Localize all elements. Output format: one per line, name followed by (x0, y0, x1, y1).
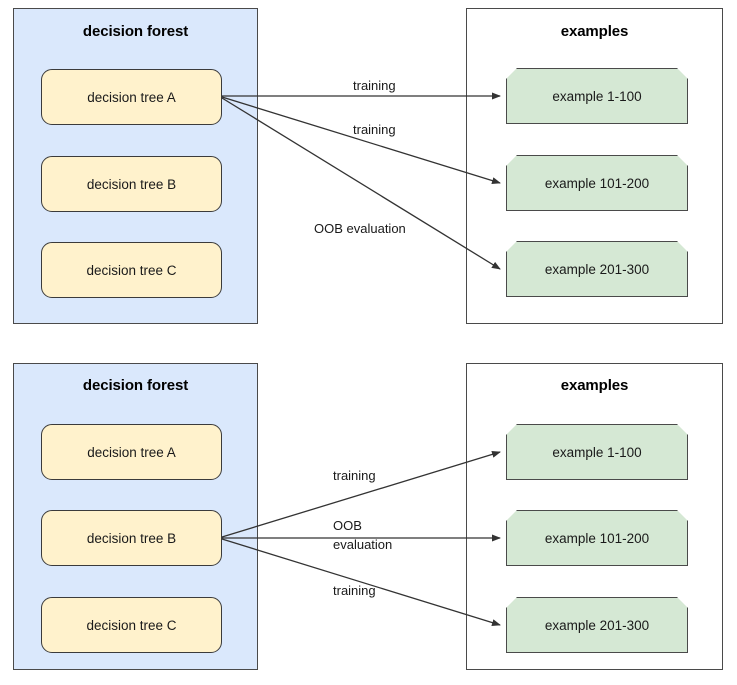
example-box-1-100-bottom[interactable]: example 1-100 (506, 424, 688, 480)
edge-label-training-2-bottom: training (333, 583, 376, 598)
edge-label-training-2-top: training (353, 122, 396, 137)
example-box-1-100-top[interactable]: example 1-100 (506, 68, 688, 124)
tree-box-decision-tree-a-top[interactable]: decision tree A (41, 69, 222, 125)
tree-box-decision-tree-b-top[interactable]: decision tree B (41, 156, 222, 212)
tree-box-decision-tree-a-bottom[interactable]: decision tree A (41, 424, 222, 480)
edge-label-training-1-top: training (353, 78, 396, 93)
decision-forest-title-top: decision forest (82, 23, 189, 40)
examples-title-bottom: examples (560, 377, 629, 394)
example-box-201-300-top[interactable]: example 201-300 (506, 241, 688, 297)
example-box-201-300-bottom[interactable]: example 201-300 (506, 597, 688, 653)
tree-box-decision-tree-c-bottom[interactable]: decision tree C (41, 597, 222, 653)
tree-box-decision-tree-b-bottom[interactable]: decision tree B (41, 510, 222, 566)
edge-label-training-1-bottom: training (333, 468, 376, 483)
example-box-101-200-bottom[interactable]: example 101-200 (506, 510, 688, 566)
example-box-101-200-top[interactable]: example 101-200 (506, 155, 688, 211)
arrow-tree-a-to-example-101-200 (221, 96, 501, 184)
tree-box-decision-tree-c-top[interactable]: decision tree C (41, 242, 222, 298)
decision-forest-title-bottom: decision forest (82, 377, 189, 394)
examples-title-top: examples (560, 23, 629, 40)
edge-label-oob-evaluation-top: OOB evaluation (314, 221, 406, 236)
edge-label-evaluation-bottom: evaluation (333, 537, 393, 552)
edge-label-oob-bottom: OOB (333, 518, 362, 533)
